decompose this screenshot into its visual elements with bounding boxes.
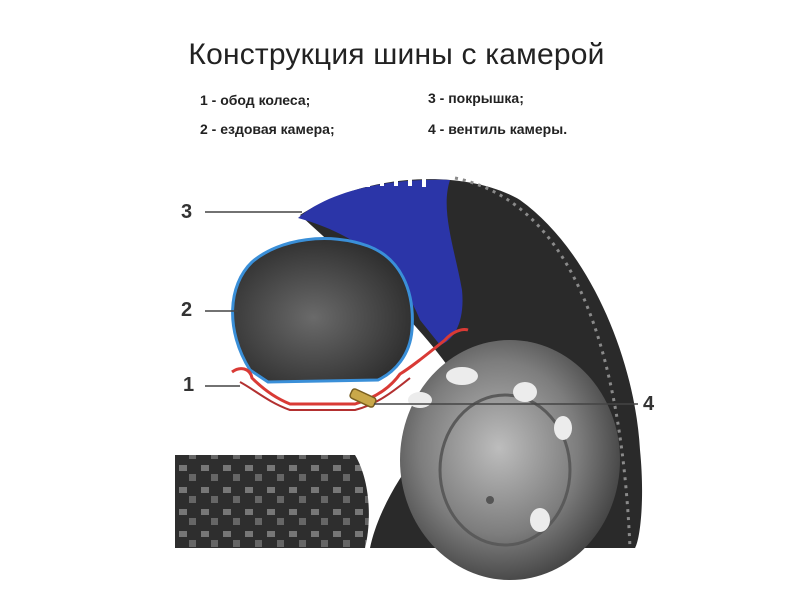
wheel-hole-1 xyxy=(446,367,478,385)
wheel-hub-ring xyxy=(438,393,572,547)
wheel-hole-5 xyxy=(408,392,432,408)
wheel-hole-4 xyxy=(530,508,550,532)
callout-4: 4 xyxy=(643,393,655,415)
callout-3: 3 xyxy=(181,201,193,223)
tire-tread-edge xyxy=(454,176,632,549)
legend-valve: 4 - вентиль камеры. xyxy=(428,121,568,137)
wheel-rim-lower xyxy=(239,377,411,411)
callout-1: 1 xyxy=(183,374,195,396)
inner-tube xyxy=(231,237,414,384)
tire-cover xyxy=(298,179,463,345)
wheel-hole-2 xyxy=(513,382,537,402)
legend-inner-tube: 2 - ездовая камера; xyxy=(200,121,335,137)
diagram-title: Конструкция шины с камерой xyxy=(188,38,605,71)
callout-2: 2 xyxy=(181,299,193,321)
wheel-rim xyxy=(231,328,469,406)
legend-rim: 1 - обод колеса; xyxy=(200,92,311,108)
tire-tread-block xyxy=(175,455,369,548)
wheel-bolt xyxy=(486,496,494,504)
tread-notches xyxy=(338,177,426,191)
legend-tire-cover: 3 - покрышка; xyxy=(428,90,524,106)
wheel-hole-3 xyxy=(554,416,572,440)
